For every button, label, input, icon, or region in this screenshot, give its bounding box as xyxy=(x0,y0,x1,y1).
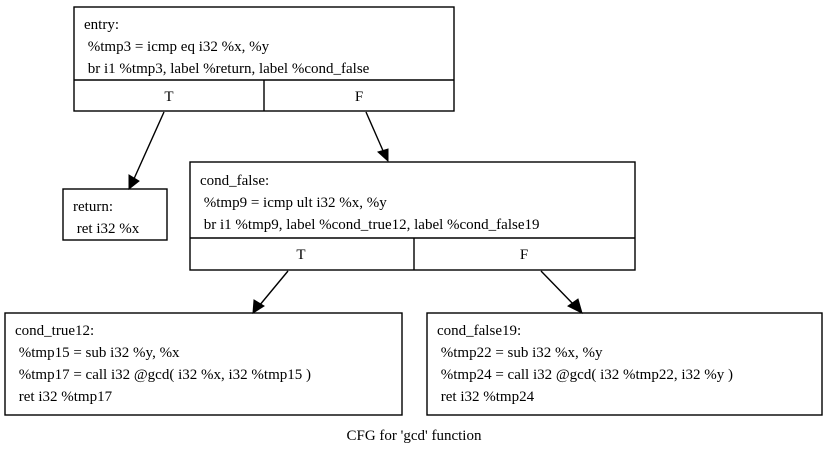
node-entry-port-true-label: T xyxy=(164,89,173,105)
edge-entry-true-return-arrowhead xyxy=(128,174,140,191)
node-cond-false-line-2: %tmp9 = icmp ult i32 %x, %y xyxy=(200,195,387,211)
node-cond-true12-line-2: %tmp15 = sub i32 %y, %x xyxy=(15,345,180,361)
node-return-line-2: ret i32 %x xyxy=(73,221,140,237)
node-entry[interactable]: entry: %tmp3 = icmp eq i32 %x, %y br i1 … xyxy=(73,6,455,112)
node-cond-false19-box xyxy=(426,312,823,416)
node-cond-false19-line-1: cond_false19: xyxy=(437,323,521,339)
node-entry-port-false-label: F xyxy=(355,89,363,105)
node-cond-false-line-3: br i1 %tmp9, label %cond_true12, label %… xyxy=(200,217,540,233)
node-cond-false[interactable]: cond_false: %tmp9 = icmp ult i32 %x, %y … xyxy=(189,161,636,271)
node-cond-true12-line-4: ret i32 %tmp17 xyxy=(15,389,113,405)
node-cond-true12-line-1: cond_true12: xyxy=(15,323,94,339)
node-entry-line-2: %tmp3 = icmp eq i32 %x, %y xyxy=(84,39,270,55)
node-cond-false19-line-4: ret i32 %tmp24 xyxy=(437,389,535,405)
node-entry-line-1: entry: xyxy=(84,17,119,33)
edge-cond-false-false-cond-false19 xyxy=(540,270,583,314)
node-cond-false19-line-2: %tmp22 = sub i32 %x, %y xyxy=(437,345,603,361)
node-cond-true12[interactable]: cond_true12: %tmp15 = sub i32 %y, %x %tm… xyxy=(4,312,403,416)
node-cond-false-port-false-label: F xyxy=(520,247,528,263)
edge-entry-false-cond-false-arrowhead xyxy=(377,148,389,163)
node-cond-false-line-1: cond_false: xyxy=(200,173,269,189)
node-return-line-1: return: xyxy=(73,199,113,215)
edge-cond-false-true-cond-true12-line xyxy=(258,270,289,307)
edge-entry-false-cond-false xyxy=(365,111,389,163)
graph-caption: CFG for 'gcd' function xyxy=(347,428,482,444)
edge-entry-false-cond-false-line xyxy=(365,111,385,154)
edge-cond-false-false-cond-false19-line xyxy=(540,270,576,307)
edge-cond-false-true-cond-true12 xyxy=(252,270,289,314)
edge-entry-true-return-line xyxy=(132,111,165,182)
node-return[interactable]: return: ret i32 %x xyxy=(62,188,168,241)
node-cond-true12-box xyxy=(4,312,403,416)
node-cond-false-box xyxy=(189,161,636,271)
node-entry-line-3: br i1 %tmp3, label %return, label %cond_… xyxy=(84,61,370,77)
edge-cond-false-false-cond-false19-arrowhead xyxy=(567,298,583,314)
edge-entry-true-return xyxy=(128,111,165,191)
node-return-box xyxy=(62,188,168,241)
node-cond-true12-line-3: %tmp17 = call i32 @gcd( i32 %x, i32 %tmp… xyxy=(15,367,311,383)
node-cond-false19[interactable]: cond_false19: %tmp22 = sub i32 %x, %y %t… xyxy=(426,312,823,416)
edge-cond-false-true-cond-true12-arrowhead xyxy=(252,299,265,314)
node-cond-false-port-true-label: T xyxy=(296,247,305,263)
node-cond-false19-line-3: %tmp24 = call i32 @gcd( i32 %tmp22, i32 … xyxy=(437,367,733,383)
